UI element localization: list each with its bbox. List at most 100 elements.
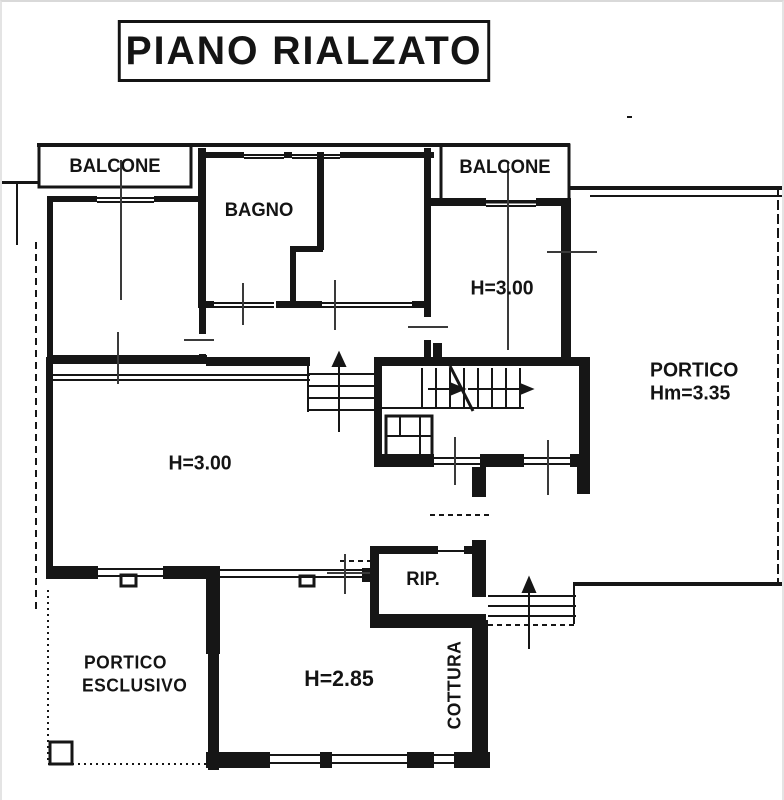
wall xyxy=(199,354,206,364)
boundary xyxy=(2,181,39,184)
label-portico: PORTICO xyxy=(650,359,739,382)
wall xyxy=(370,614,486,628)
window xyxy=(320,302,414,304)
label-balcone-right: BALCONE xyxy=(459,157,551,178)
label-portico-height: Hm=3.35 xyxy=(650,382,731,405)
window xyxy=(292,157,340,159)
plan-title: PIANO RIALZATO xyxy=(125,28,483,73)
wall xyxy=(340,152,434,158)
wall xyxy=(284,152,292,158)
window xyxy=(434,457,480,459)
wall xyxy=(374,357,382,467)
wall xyxy=(206,566,220,654)
opening xyxy=(220,576,362,578)
window xyxy=(244,154,284,156)
wall xyxy=(575,582,782,586)
window xyxy=(486,200,536,202)
entry-steps xyxy=(307,357,374,412)
label-cottura: COTTURA xyxy=(444,640,465,730)
wall xyxy=(407,752,434,768)
dimension-ticks xyxy=(117,160,597,594)
wall xyxy=(47,196,53,364)
label-portico-esclusivo-1: PORTICO xyxy=(84,652,167,673)
wall xyxy=(412,301,431,308)
wall xyxy=(424,148,431,317)
window xyxy=(486,205,536,207)
balcony xyxy=(37,143,193,189)
wall xyxy=(424,340,431,366)
wall xyxy=(290,246,296,308)
wall xyxy=(480,454,524,467)
wall xyxy=(296,301,322,308)
wall xyxy=(46,566,98,579)
external-steps xyxy=(488,582,576,624)
arrow-head xyxy=(519,382,535,396)
wall xyxy=(464,546,472,554)
wall xyxy=(370,546,438,554)
window xyxy=(98,575,163,577)
wall xyxy=(208,654,219,770)
wall xyxy=(454,752,490,768)
window xyxy=(270,754,320,756)
wall xyxy=(472,540,486,597)
window xyxy=(98,568,163,570)
wall xyxy=(37,143,570,147)
direction-arrows xyxy=(331,350,537,649)
wall xyxy=(579,357,590,472)
wall xyxy=(199,196,206,334)
window xyxy=(434,463,480,465)
wall xyxy=(561,198,571,366)
wall xyxy=(276,301,296,308)
wall xyxy=(47,355,207,364)
main-staircase xyxy=(382,365,524,456)
wall xyxy=(570,186,782,190)
window xyxy=(244,157,284,159)
label-portico-esclusivo-2: ESCLUSIVO xyxy=(82,675,188,696)
label-kitchen-height: H=2.85 xyxy=(304,666,374,691)
wall xyxy=(206,752,270,768)
wall xyxy=(472,467,486,497)
wall xyxy=(362,568,374,582)
wall xyxy=(320,752,332,768)
wall xyxy=(627,116,632,118)
label-bagno: BAGNO xyxy=(224,200,294,221)
wall xyxy=(163,566,220,579)
step-line xyxy=(47,374,310,376)
wall xyxy=(317,152,324,250)
label-balcone-left: BALCONE xyxy=(69,156,161,177)
window xyxy=(434,762,454,764)
boundary xyxy=(16,181,18,245)
label-room-top-right-height: H=3.00 xyxy=(470,277,534,300)
wall xyxy=(47,196,97,202)
arrow-head xyxy=(451,382,467,396)
wall xyxy=(570,454,590,467)
label-living-height: H=3.00 xyxy=(168,452,232,475)
label-storage: RIP. xyxy=(406,569,440,590)
window xyxy=(332,754,407,756)
step-line xyxy=(47,379,310,381)
window xyxy=(97,201,154,203)
portico-line xyxy=(590,195,782,197)
wall xyxy=(198,152,244,158)
wall-jog xyxy=(206,652,220,654)
window xyxy=(332,762,407,764)
window xyxy=(292,154,340,156)
wall xyxy=(290,246,323,252)
window xyxy=(270,762,320,764)
wall xyxy=(370,546,379,626)
wall xyxy=(374,357,590,366)
wall xyxy=(46,357,53,572)
opening xyxy=(220,569,362,571)
wall xyxy=(577,467,590,494)
window xyxy=(320,306,414,308)
opening xyxy=(438,550,464,552)
wall xyxy=(472,620,488,768)
walls xyxy=(37,116,782,770)
windows-and-thin-lines xyxy=(2,154,782,764)
plan-title-box: PIANO RIALZATO xyxy=(117,20,491,82)
arrow-head xyxy=(331,350,347,367)
arrow-head xyxy=(521,575,537,593)
window xyxy=(434,754,454,756)
